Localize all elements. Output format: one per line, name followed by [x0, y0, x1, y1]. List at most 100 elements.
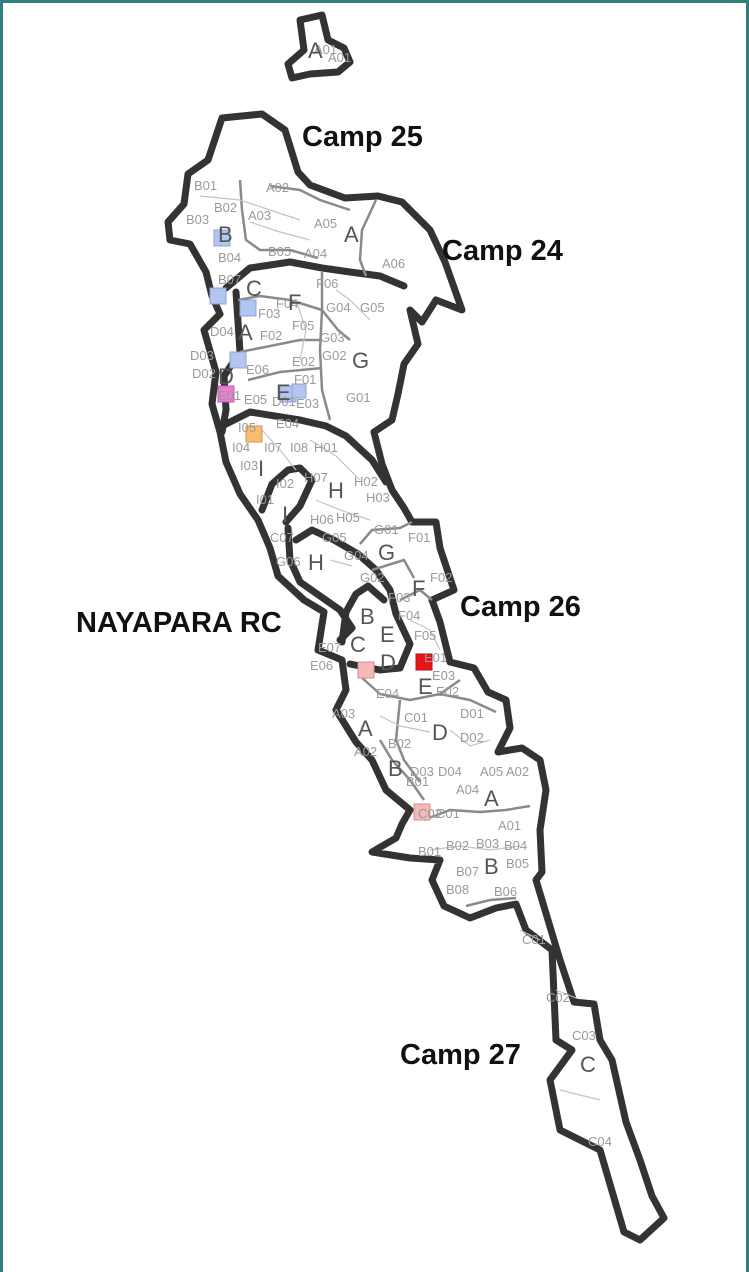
- facility-marker[interactable]: [209, 287, 227, 305]
- sub-block-label: G02: [322, 348, 347, 363]
- block-label: A: [344, 222, 359, 247]
- sub-block-label: B04: [504, 838, 527, 853]
- block-label: H: [308, 550, 324, 575]
- camp-labels: Camp 25 Camp 24 Camp 26 NAYAPARA RC Camp…: [76, 121, 581, 1071]
- sub-block-label: F03: [258, 306, 280, 321]
- sub-block-label: A02: [506, 764, 529, 779]
- sub-block-label: C04: [588, 1134, 612, 1149]
- sub-block-label: A04: [456, 782, 479, 797]
- sub-block-label: G03: [320, 330, 345, 345]
- sub-block-label: B05: [506, 856, 529, 871]
- sub-block-label: H05: [336, 510, 360, 525]
- facility-marker[interactable]: [213, 229, 231, 247]
- sub-block-label: H06: [310, 512, 334, 527]
- sub-block-label: A05: [480, 764, 503, 779]
- facility-markers: [209, 229, 433, 821]
- sub-block-label: B07: [218, 272, 241, 287]
- block-boundaries: [237, 179, 531, 908]
- block-label: A: [308, 38, 323, 63]
- block-label: H: [328, 478, 344, 503]
- block-label: I: [282, 502, 288, 527]
- sub-block-label: D03: [410, 764, 434, 779]
- sub-block-label: F06: [316, 276, 338, 291]
- facility-marker[interactable]: [217, 385, 235, 403]
- facility-marker[interactable]: [415, 653, 433, 671]
- sub-block-labels: A01 A01 B01 A02 B02 A03 B03 A05 B04 B05 …: [186, 42, 612, 1149]
- block-label: A: [238, 320, 253, 345]
- facility-marker[interactable]: [229, 351, 247, 369]
- sub-block-label: B02: [214, 200, 237, 215]
- block-label: A: [484, 786, 499, 811]
- camp-24-label: Camp 24: [442, 235, 563, 267]
- sub-block-label: G02: [360, 570, 385, 585]
- sub-block-label: F02: [260, 328, 282, 343]
- sub-block-label: F02: [430, 570, 452, 585]
- block-label: I: [258, 456, 264, 481]
- camp-internal-boundaries: [218, 258, 414, 674]
- sub-block-label: E06: [246, 362, 269, 377]
- sub-block-label: C07: [270, 530, 294, 545]
- sub-block-label: E07: [318, 640, 341, 655]
- sub-block-label: H07: [304, 470, 328, 485]
- sub-block-label: B01: [406, 774, 429, 789]
- block-label: B: [360, 604, 375, 629]
- sub-block-label: D04: [210, 324, 234, 339]
- sub-block-label: C02: [418, 806, 442, 821]
- facility-marker[interactable]: [357, 661, 375, 679]
- sub-block-label: A01: [314, 42, 337, 57]
- sub-block-label: D02: [460, 730, 484, 745]
- block-label: B: [484, 854, 499, 879]
- sub-block-label: I02: [276, 476, 294, 491]
- facility-marker[interactable]: [291, 383, 307, 399]
- block-labels: A A B C F G A D E I H I H G F B E C D E …: [218, 38, 596, 1077]
- sub-block-label: F05: [292, 318, 314, 333]
- camp-26-label: Camp 26: [460, 591, 581, 623]
- sub-block-label: B02: [446, 838, 469, 853]
- sub-block-label: I05: [238, 420, 256, 435]
- sub-block-label: D01: [460, 706, 484, 721]
- sub-block-label: E01: [424, 650, 447, 665]
- sub-block-label: F01: [294, 372, 316, 387]
- sub-block-label: F05: [414, 628, 436, 643]
- sub-block-label: B08: [446, 882, 469, 897]
- sub-block-label: A01: [498, 818, 521, 833]
- sub-block-label: G04: [344, 548, 369, 563]
- sub-block-label: E03: [296, 396, 319, 411]
- sub-block-label: C02: [546, 990, 570, 1005]
- block-label: E: [380, 622, 395, 647]
- sub-block-label: A03: [332, 706, 355, 721]
- sub-block-label: A06: [382, 256, 405, 271]
- facility-marker[interactable]: [413, 803, 431, 821]
- block-label: D: [432, 720, 448, 745]
- sub-block-label: F04: [276, 296, 298, 311]
- sub-block-label: G01: [346, 390, 371, 405]
- block-label: D: [380, 650, 396, 675]
- block-label: D: [218, 364, 234, 389]
- sub-block-label: B07: [456, 864, 479, 879]
- facility-marker[interactable]: [239, 299, 257, 317]
- sub-block-label: E02: [292, 354, 315, 369]
- sub-block-label: C01: [404, 710, 428, 725]
- sub-block-label: I08: [290, 440, 308, 455]
- sub-block-label: B05: [268, 244, 291, 259]
- sub-block-label: F03: [388, 590, 410, 605]
- sub-block-label: E02: [436, 684, 459, 699]
- block-label: C: [350, 632, 366, 657]
- block-label: E: [418, 674, 433, 699]
- island-a01: [284, 11, 354, 82]
- sub-block-label: A02: [354, 744, 377, 759]
- block-label: A: [358, 716, 373, 741]
- facility-marker[interactable]: [245, 425, 263, 443]
- sub-block-label: G05: [322, 530, 347, 545]
- block-label: G: [352, 348, 369, 373]
- sub-block-label: A02: [266, 180, 289, 195]
- sub-block-label: C03: [572, 1028, 596, 1043]
- block-label: B: [218, 222, 233, 247]
- camp-27-label: Camp 27: [400, 1039, 521, 1071]
- sub-block-label: B01: [418, 844, 441, 859]
- block-label: G: [378, 540, 395, 565]
- sub-block-label: B04: [218, 250, 241, 265]
- sub-block-label: E06: [310, 658, 333, 673]
- sub-block-label: H01: [314, 440, 338, 455]
